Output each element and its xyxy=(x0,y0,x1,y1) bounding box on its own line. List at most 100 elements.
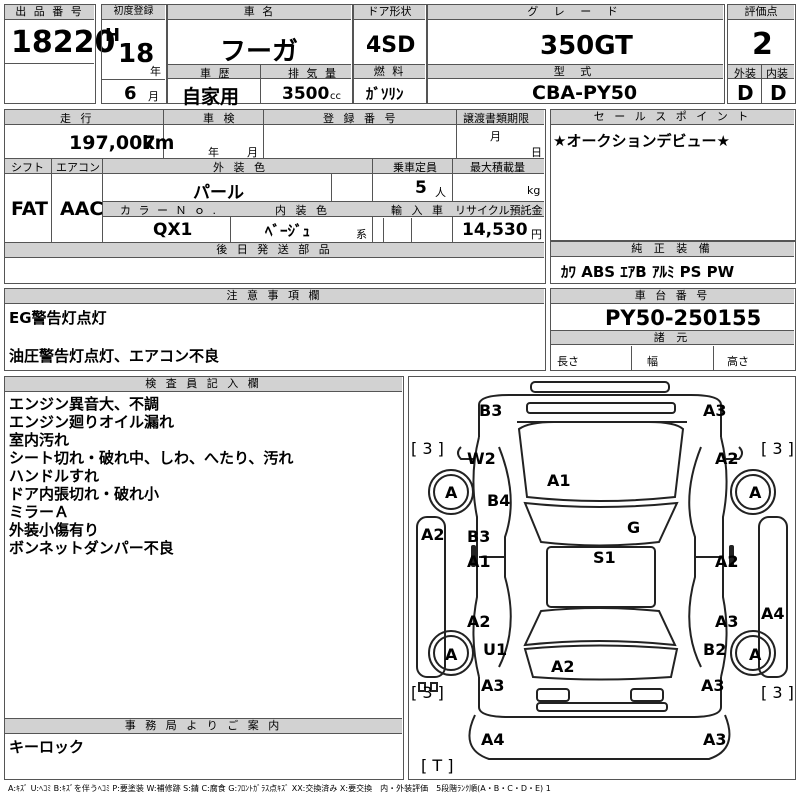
reg-year: 18 xyxy=(118,39,155,69)
mark-g-windshield: G xyxy=(627,518,641,537)
car-outline xyxy=(416,381,788,760)
office-text: キーロック xyxy=(9,738,85,756)
score-label: 評価点 xyxy=(728,5,794,20)
tire-rl-bracket: [ 3 ] xyxy=(411,683,444,702)
later-parts-label: 後 日 発 送 部 品 xyxy=(5,243,544,258)
mark-a3-front-right: A3 xyxy=(703,401,727,420)
mark-a4-right-rocker: A4 xyxy=(761,604,785,623)
color-no-label: カ ラ ー Ｎ ｏ . xyxy=(120,204,218,217)
tire-fl-value: 3 xyxy=(422,439,433,458)
color-value: パール xyxy=(193,183,244,203)
score-box: 評価点 2 外装 内装 D D xyxy=(727,4,796,105)
inspector-line: 外装小傷有り xyxy=(9,521,100,539)
shift-label: シフト xyxy=(11,161,44,174)
mileage-value: 197,007 xyxy=(69,132,156,154)
transfer-day-unit: 日 xyxy=(531,146,542,159)
int-value: D xyxy=(770,81,787,105)
mark-a3-rear-left: A3 xyxy=(481,676,505,695)
mark-a2-front-fender: A2 xyxy=(715,449,739,468)
inspector-line: エンジン廻りオイル漏れ xyxy=(9,413,175,431)
mark-a-tire-fr: A xyxy=(749,483,762,502)
reg-month: 6 xyxy=(124,83,137,104)
mileage-label: 走 行 xyxy=(60,112,95,125)
tire-rr-bracket: [ 3 ] xyxy=(761,683,794,702)
mark-b2: B2 xyxy=(703,640,727,659)
first-reg-box: 初度登録 H 18 年 6 月 xyxy=(101,4,167,104)
tire-fr-value: 3 xyxy=(772,439,783,458)
details-header xyxy=(5,110,544,125)
vehicle-details: 走 行 車 検 登 録 番 号 譲渡書類期限 197,007 km 年 月 月 … xyxy=(4,109,546,284)
mark-a-tire-rl: A xyxy=(445,645,458,664)
first-reg-label: 初度登録 xyxy=(102,5,165,20)
mark-a3-rear-bumper: A3 xyxy=(703,730,727,749)
load-unit: kg xyxy=(527,184,541,197)
model-value: CBA-PY50 xyxy=(532,82,638,104)
capacity-value: 5 xyxy=(415,178,427,198)
inspector-line: シート切れ・破れ中、しわ、へたり、汚れ xyxy=(9,449,294,467)
inspection-year-unit: 年 xyxy=(208,146,219,159)
inspector-line: ハンドルすれ xyxy=(9,467,100,485)
model-label: 型 式 xyxy=(428,64,723,79)
fuel-value: ｶﾞｿﾘﾝ xyxy=(366,85,404,103)
mark-a2-left-rocker: A2 xyxy=(421,525,445,544)
displacement-value: 3500 xyxy=(282,84,330,104)
ac-label: エアコン xyxy=(56,161,100,174)
capacity-unit: 人 xyxy=(435,186,446,199)
grade-value: 350GT xyxy=(540,31,633,61)
sales-point-label: セ ー ル ス ポ イ ン ト xyxy=(551,110,794,125)
inspector-line: 室内汚れ xyxy=(9,431,70,449)
mark-w2: W2 xyxy=(467,449,496,468)
recycle-label: リサイクル預託金 xyxy=(455,204,543,217)
mark-b3-left-door: B3 xyxy=(467,527,491,546)
recycle-value: 14,530 xyxy=(462,220,528,240)
tire-rr-value: 3 xyxy=(772,683,783,702)
inspection-label: 車 検 xyxy=(203,112,238,125)
transfer-month-unit: 月 xyxy=(490,130,501,143)
mark-a1-hood: A1 xyxy=(547,471,571,490)
inspector-line: エンジン異音大、不調 xyxy=(9,395,160,413)
notes-label: 注 意 事 項 欄 xyxy=(5,289,544,304)
chassis-number: PY50-250155 xyxy=(605,306,762,330)
lot-box: 出 品 番 号 18220 xyxy=(4,4,115,104)
inspector-label: 検 査 員 記 入 欄 xyxy=(5,377,402,392)
length-label: 長さ xyxy=(557,355,579,368)
lot-number: 18220 xyxy=(11,25,116,60)
car-name: フーガ xyxy=(220,37,299,67)
doors-label: ドア形状 xyxy=(354,5,425,20)
mark-a1-left-door: A1 xyxy=(467,552,491,571)
color-no-header xyxy=(103,202,544,217)
mark-a-tire-rr: A xyxy=(749,645,762,664)
era: H xyxy=(105,25,121,46)
car-name-label: 車 名 xyxy=(168,5,351,20)
tire-fr-bracket: [ 3 ] xyxy=(761,439,794,458)
history-header xyxy=(168,64,351,79)
interior-value: ﾍﾞｰｼﾞｭ xyxy=(265,222,311,240)
sales-point-text: ★オークションデビュー★ xyxy=(553,132,730,150)
mark-a2-right-door: A2 xyxy=(715,552,739,571)
month-unit: 月 xyxy=(148,90,159,103)
mark-a4-rear-bumper: A4 xyxy=(481,730,505,749)
mark-b3-front-left: B3 xyxy=(479,401,503,420)
displacement-unit: cc xyxy=(330,91,341,102)
mark-s1-roof: S1 xyxy=(593,548,616,567)
notes-box: 注 意 事 項 欄 EG警告灯点灯 油圧警告灯点灯、エアコン不良 xyxy=(4,288,546,371)
car-name-box: 車 名 フーガ 車 歴 排 気 量 自家用 3500 cc xyxy=(167,4,353,108)
width-label: 幅 xyxy=(647,355,658,368)
shift-value: FAT xyxy=(11,198,48,220)
spare-tire-value: T xyxy=(432,756,443,775)
equipment-box: 純 正 装 備 ｶﾜ ABS ｴｱB ｱﾙﾐ PS PW xyxy=(550,241,796,284)
ext-value: D xyxy=(737,81,754,105)
interior-unit: 系 xyxy=(356,228,367,241)
chassis-box: 車 台 番 号 PY50-250155 諸 元 長さ 幅 高さ xyxy=(550,288,796,371)
mark-u1: U1 xyxy=(483,640,508,659)
color-no-value: QX1 xyxy=(153,220,193,240)
height-label: 高さ xyxy=(727,355,749,368)
interior-label: 内 装 色 xyxy=(275,204,330,217)
mark-a-tire-fl: A xyxy=(445,483,458,502)
import-label: 輸 入 車 xyxy=(391,204,446,217)
notes-line-2: 油圧警告灯点灯、エアコン不良 xyxy=(9,347,220,365)
grade-label: グ レ ー ド xyxy=(428,5,723,20)
mark-a3-right-rear-door: A3 xyxy=(715,612,739,631)
mark-a2-trunk: A2 xyxy=(551,657,575,676)
transfer-label: 譲渡書類期限 xyxy=(463,112,529,125)
